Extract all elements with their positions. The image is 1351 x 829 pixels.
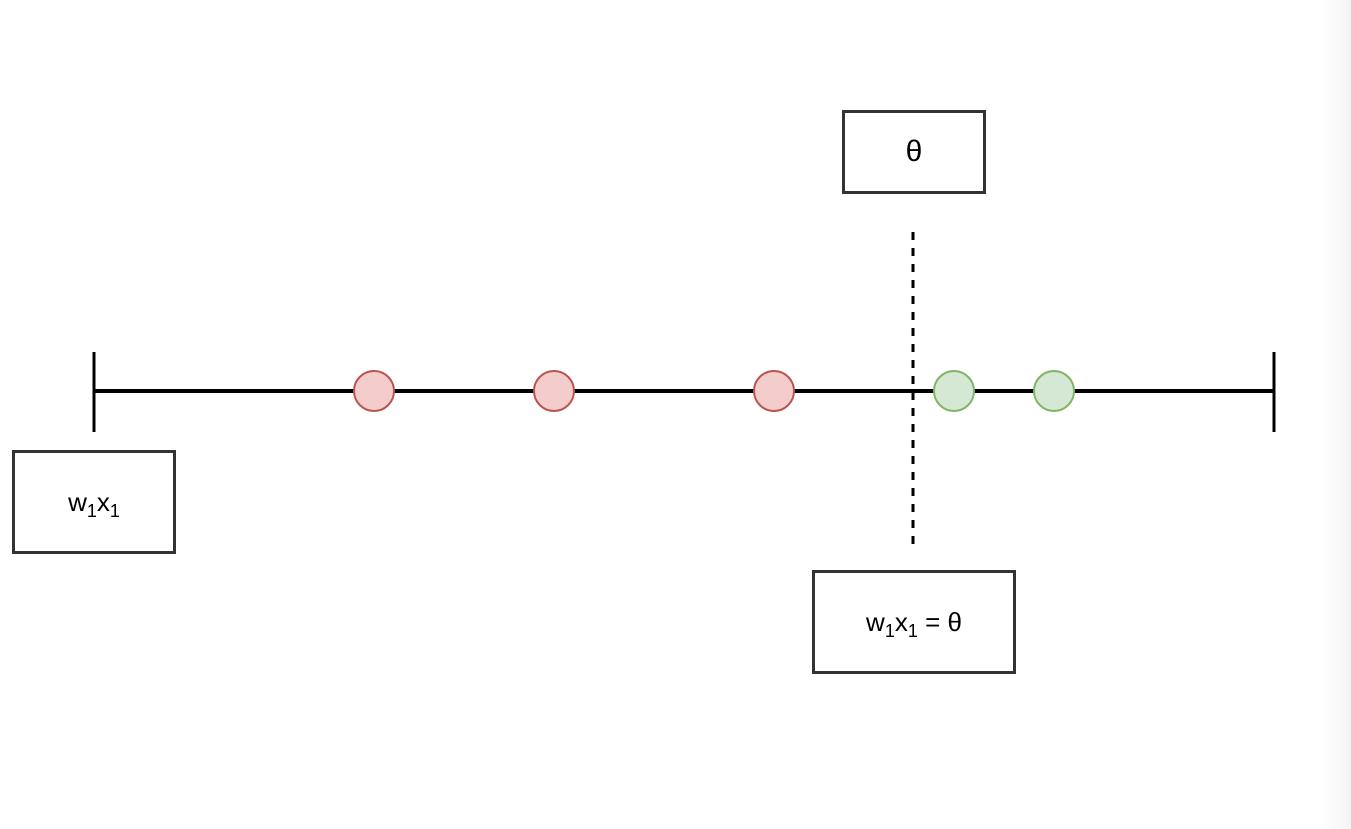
negative-point: [753, 370, 795, 412]
negative-point: [533, 370, 575, 412]
positive-point: [933, 370, 975, 412]
axis-label: w1x1: [68, 486, 120, 521]
decision-boundary-label: w1x1 = θ: [866, 606, 962, 641]
negative-point: [353, 370, 395, 412]
axis-label-box: w1x1: [12, 450, 176, 554]
scroll-edge-shade: [1323, 0, 1351, 829]
theta-label-box: θ: [842, 110, 986, 194]
theta-label: θ: [905, 135, 923, 168]
decision-boundary-label-box: w1x1 = θ: [812, 570, 1016, 674]
positive-point: [1033, 370, 1075, 412]
